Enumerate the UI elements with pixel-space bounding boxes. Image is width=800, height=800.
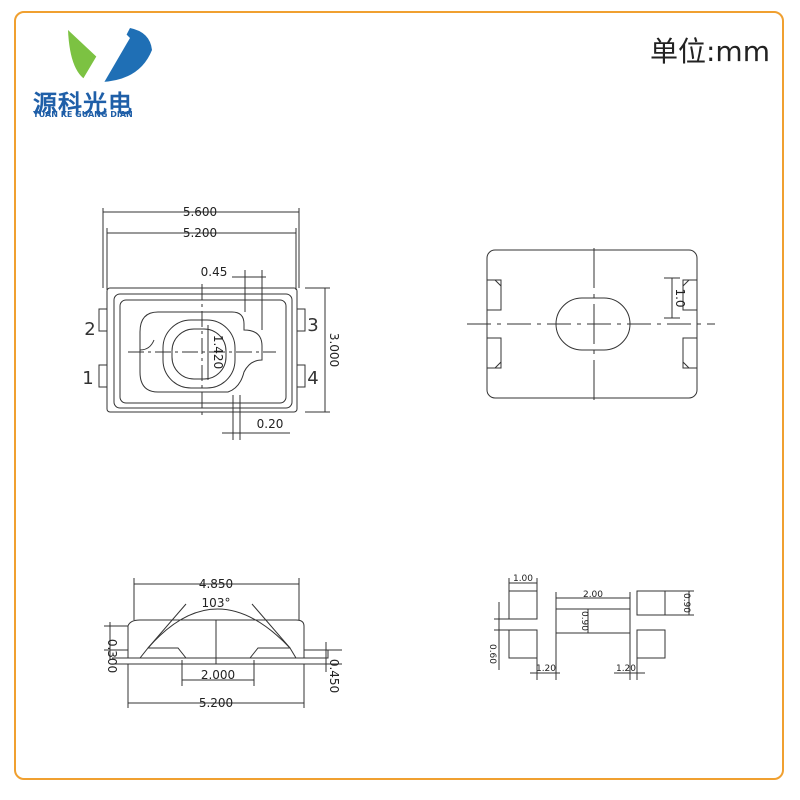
footprint	[494, 578, 694, 680]
bottom-view	[467, 248, 715, 400]
dim-base-width: 5.200	[199, 696, 233, 710]
dim-width-outer: 5.600	[183, 205, 217, 219]
pin-label-1: 1	[82, 368, 93, 389]
brand-name-en: YUAN KE GUANG DIAN	[33, 110, 133, 119]
side-view	[104, 578, 342, 708]
dim-total-height: 0.450	[327, 659, 341, 693]
dim-height: 3.000	[327, 333, 341, 367]
dim-lens-dia: 1.420	[211, 335, 225, 369]
dim-width-inner: 5.200	[183, 226, 217, 240]
brand-name-cn: 源科光电	[33, 90, 133, 118]
fp-right-space: 1.20	[616, 664, 636, 674]
dim-pad-span: 2.000	[201, 668, 235, 682]
dim-top-width: 4.850	[199, 577, 233, 591]
unit-label: 单位:mm	[650, 35, 770, 68]
dim-lens-height: 0.300	[105, 639, 119, 673]
fp-left-space: 1.20	[536, 664, 556, 674]
company-logo-icon	[68, 25, 152, 86]
pin-label-2: 2	[84, 319, 95, 340]
dim-offset: 0.45	[201, 265, 228, 279]
dim-pad-height: 1.0	[673, 288, 687, 307]
top-view	[98, 208, 330, 440]
fp-right-height: 0.90	[681, 593, 691, 613]
fp-pad-width: 1.00	[513, 574, 533, 584]
fp-center-width: 2.00	[583, 590, 603, 600]
fp-center-height: 0.90	[579, 611, 589, 631]
pin-label-4: 4	[307, 368, 318, 389]
fp-left-gap: 0.60	[487, 644, 497, 664]
dim-gap: 0.20	[257, 417, 284, 431]
page-border	[14, 11, 784, 780]
pin-label-3: 3	[307, 315, 318, 336]
dim-angle: 103°	[202, 596, 231, 610]
